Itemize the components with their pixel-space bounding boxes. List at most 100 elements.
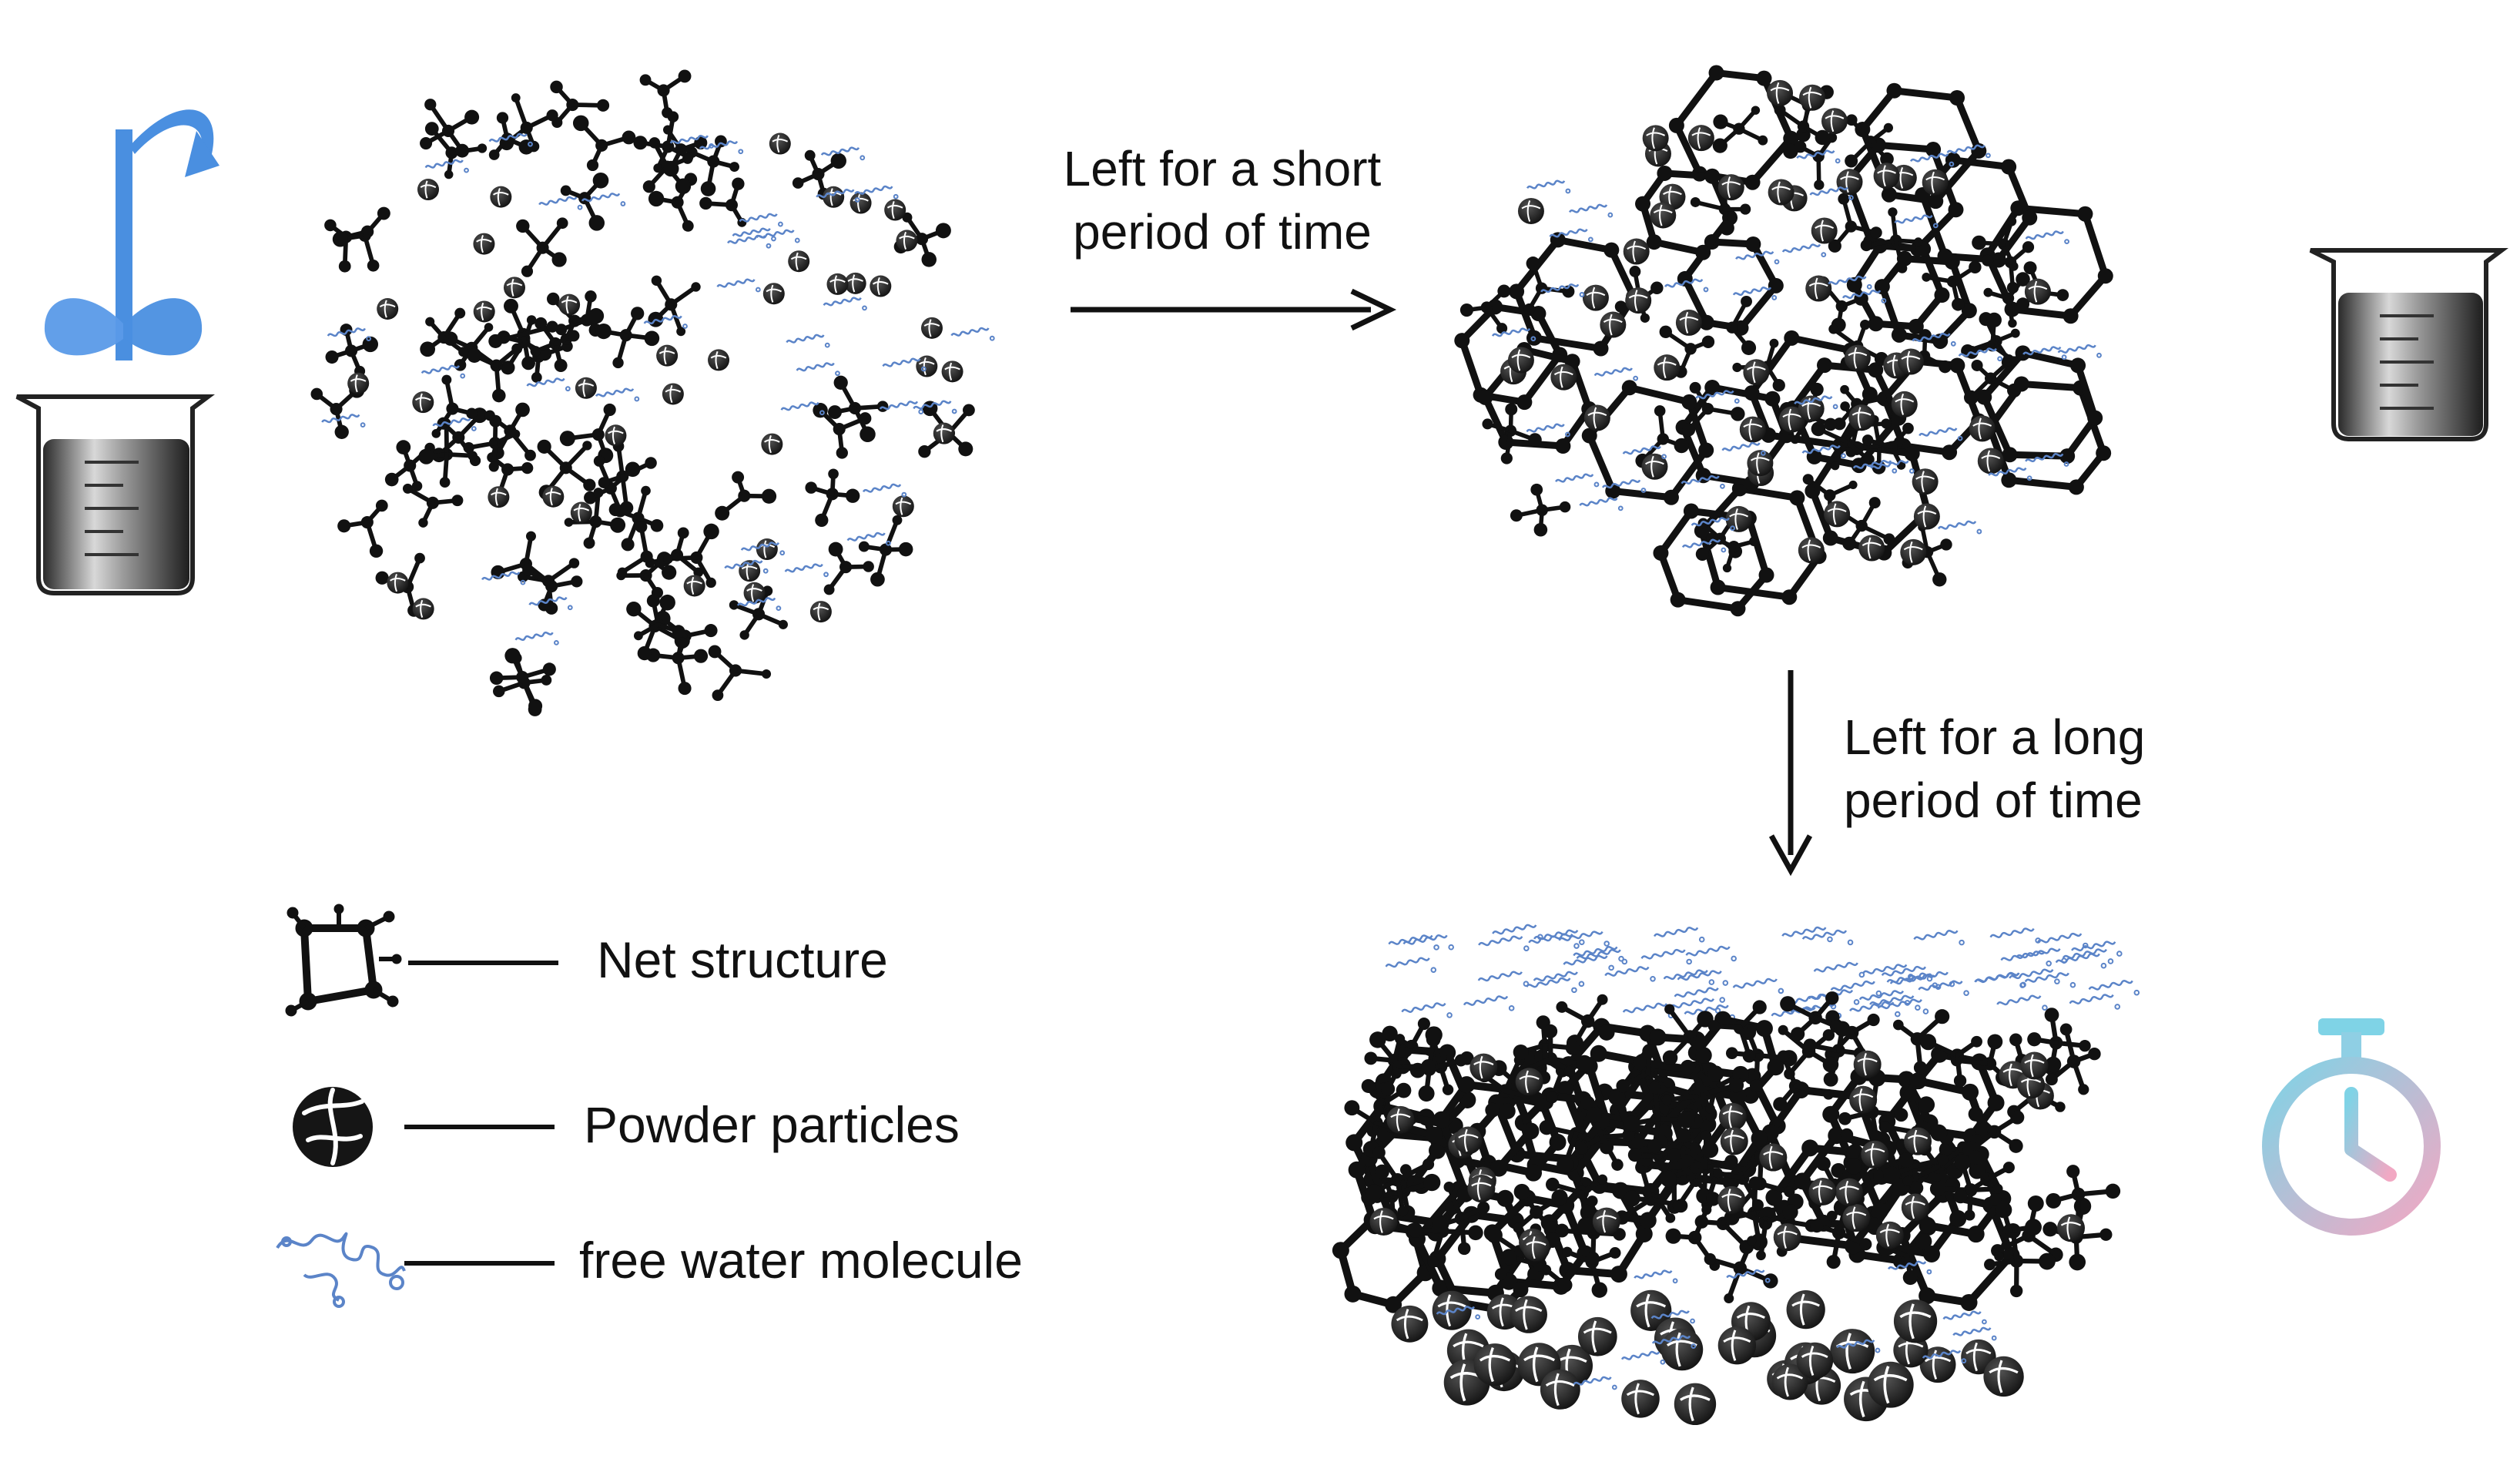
powder-particle [1767,80,1793,106]
powder-particle [1854,1051,1882,1078]
water-molecule [1914,931,1963,944]
net-unit [805,468,860,527]
powder-particle [417,179,439,200]
powder-particle [1516,1068,1543,1095]
powder-particle [605,424,626,446]
powder-particle [1835,1179,1863,1206]
powder-particle [1518,198,1544,224]
powder-particle [788,250,809,272]
water-molecule [1939,521,1981,534]
net-unit [715,471,776,521]
powder-particle [1740,417,1766,443]
powder-particle [1876,1222,1904,1249]
powder-particle [1874,163,1900,189]
powder-particle [826,273,848,295]
powder-particle [1983,1356,2023,1397]
powder-particle [412,391,434,413]
water-molecule [1863,964,1912,978]
water-molecule [1386,958,1436,972]
net-structure-icon [286,904,401,1016]
water-molecule [863,485,906,497]
water-molecule [1815,963,1864,977]
powder-particle [1900,539,1926,565]
water-molecule [2002,951,2051,965]
powder-particle [1969,415,1996,441]
powder-particle [1768,179,1794,206]
water-molecule [1479,972,1528,986]
powder-particle [1578,1317,1617,1356]
powder-particle [1641,454,1667,480]
powder-particle [1600,312,1626,338]
net-unit [432,407,488,466]
powder-particle [1747,450,1773,476]
powder-particle [1719,1103,1747,1131]
legend-net-label: Net structure [597,931,888,989]
net-unit [484,403,536,461]
powder-particle [542,486,564,508]
stirrer-icon [45,109,219,360]
water-molecule [516,632,558,645]
powder-particle [387,572,408,594]
powder-particle [850,193,872,214]
powder-particle [1508,347,1534,373]
powder-particle [1621,1380,1660,1418]
water-molecule [322,414,364,427]
powder-particle [823,186,844,208]
water-molecule [1464,996,1513,1010]
water-molecule [1953,1328,1996,1340]
water-molecule [1919,428,1962,441]
step-short-line2: period of time [1041,200,1403,263]
powder-particle [1914,503,1940,529]
clusterA-dispersed [310,69,994,716]
water-molecule [2070,995,2120,1009]
powder-particle [1849,1086,1877,1114]
powder-particle [1824,501,1850,527]
powder-particle [1868,1362,1914,1408]
powder-particle [347,373,369,394]
legend-powder-label: Powder particles [584,1095,960,1154]
net-unit [648,276,700,337]
powder-particle [1661,1329,1704,1371]
water-molecule [1944,1312,1986,1324]
powder-particle [1455,1127,1483,1155]
powder-particle [769,133,791,155]
powder-particle [1898,348,1924,374]
net-unit [1523,257,1574,315]
powder-particle [1799,85,1825,111]
powder-particle [1811,218,1838,244]
water-molecule [1654,927,1704,941]
powder-particle [756,538,778,560]
powder-particle [1798,537,1825,563]
powder-particle [810,601,832,622]
net-unit [431,375,477,438]
powder-particle [1861,1141,1888,1169]
water-molecule [756,230,799,243]
powder-particle [1474,1343,1516,1386]
powder-particle [763,283,785,304]
water-molecule [786,335,829,347]
powder-particle [1643,125,1669,151]
powder-particle [1540,1370,1580,1410]
powder-particle [662,383,684,404]
water-molecule [1997,996,2046,1010]
net-unit [1510,484,1570,537]
powder-particle [1904,1128,1932,1155]
net-unit [385,440,435,491]
powder-particle [1797,1343,1834,1380]
water-molecule [797,363,839,375]
powder-particle [1583,285,1609,311]
water-molecule [1595,368,1637,381]
powder-particle [921,317,943,339]
powder-particle [2020,1051,2048,1079]
water-molecule [2026,973,2075,987]
powder-particle-icon [293,1087,373,1167]
powder-particle [1718,1326,1756,1364]
beaker-icon [17,397,208,593]
powder-particle [504,277,525,298]
water-molecule [2089,981,2139,994]
powder-particle [1676,310,1702,336]
powder-particle [1469,1054,1497,1081]
water-molecule [1527,181,1570,193]
powder-particle [1433,1291,1472,1330]
net-unit [493,652,551,716]
